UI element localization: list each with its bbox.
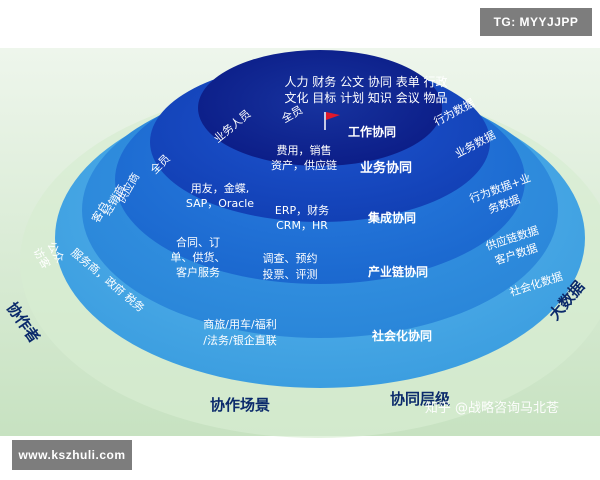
business-level-name: 业务协同 <box>360 160 412 176</box>
business-center-line1: 费用，销售 <box>277 143 332 157</box>
integration-center-left-line2: SAP，Oracle <box>186 197 254 210</box>
industry-center-right-line2: 投票、评测 <box>263 267 318 281</box>
social-center-line2: /法务/银企直联 <box>203 333 276 347</box>
ring-work <box>198 50 442 166</box>
work-modules-line2: 文化 目标 计划 知识 会议 物品 <box>284 90 447 105</box>
work-level-name: 工作协同 <box>348 124 396 139</box>
social-center-line1: 商旅/用车/福利 <box>203 317 276 331</box>
integration-center-left-line1: 用友，金蝶, <box>191 181 250 195</box>
industry-center-left-line1: 合同、订 <box>176 235 220 249</box>
zhihu-watermark: 知乎 @战略咨询马北苍 <box>425 400 559 416</box>
social-level-name: 社会化协同 <box>371 328 432 343</box>
red-flag-icon <box>324 112 340 130</box>
industry-center-left-line2: 单、供货、 <box>171 250 226 264</box>
outer-bottom-right-label: 协同层级 <box>390 390 451 408</box>
integration-center-right-line1: ERP，财务 <box>275 203 329 217</box>
business-center-line2: 资产，供应链 <box>271 158 337 172</box>
integration-center-right-line2: CRM，HR <box>276 219 328 232</box>
work-modules-line1: 人力 财务 公文 协同 表单 行政 <box>284 74 447 89</box>
industry-center-right-line1: 调查、预约 <box>263 251 318 265</box>
watermark-top-right: TG: MYYJJPP <box>480 8 592 36</box>
integration-level-name: 集成协同 <box>367 210 416 225</box>
watermark-bottom-left: www.kszhuli.com <box>12 440 132 470</box>
industry-level-name: 产业链协同 <box>368 264 428 279</box>
outer-bottom-left-label: 协作场景 <box>210 396 270 414</box>
industry-center-left-line3: 客户服务 <box>176 265 220 279</box>
